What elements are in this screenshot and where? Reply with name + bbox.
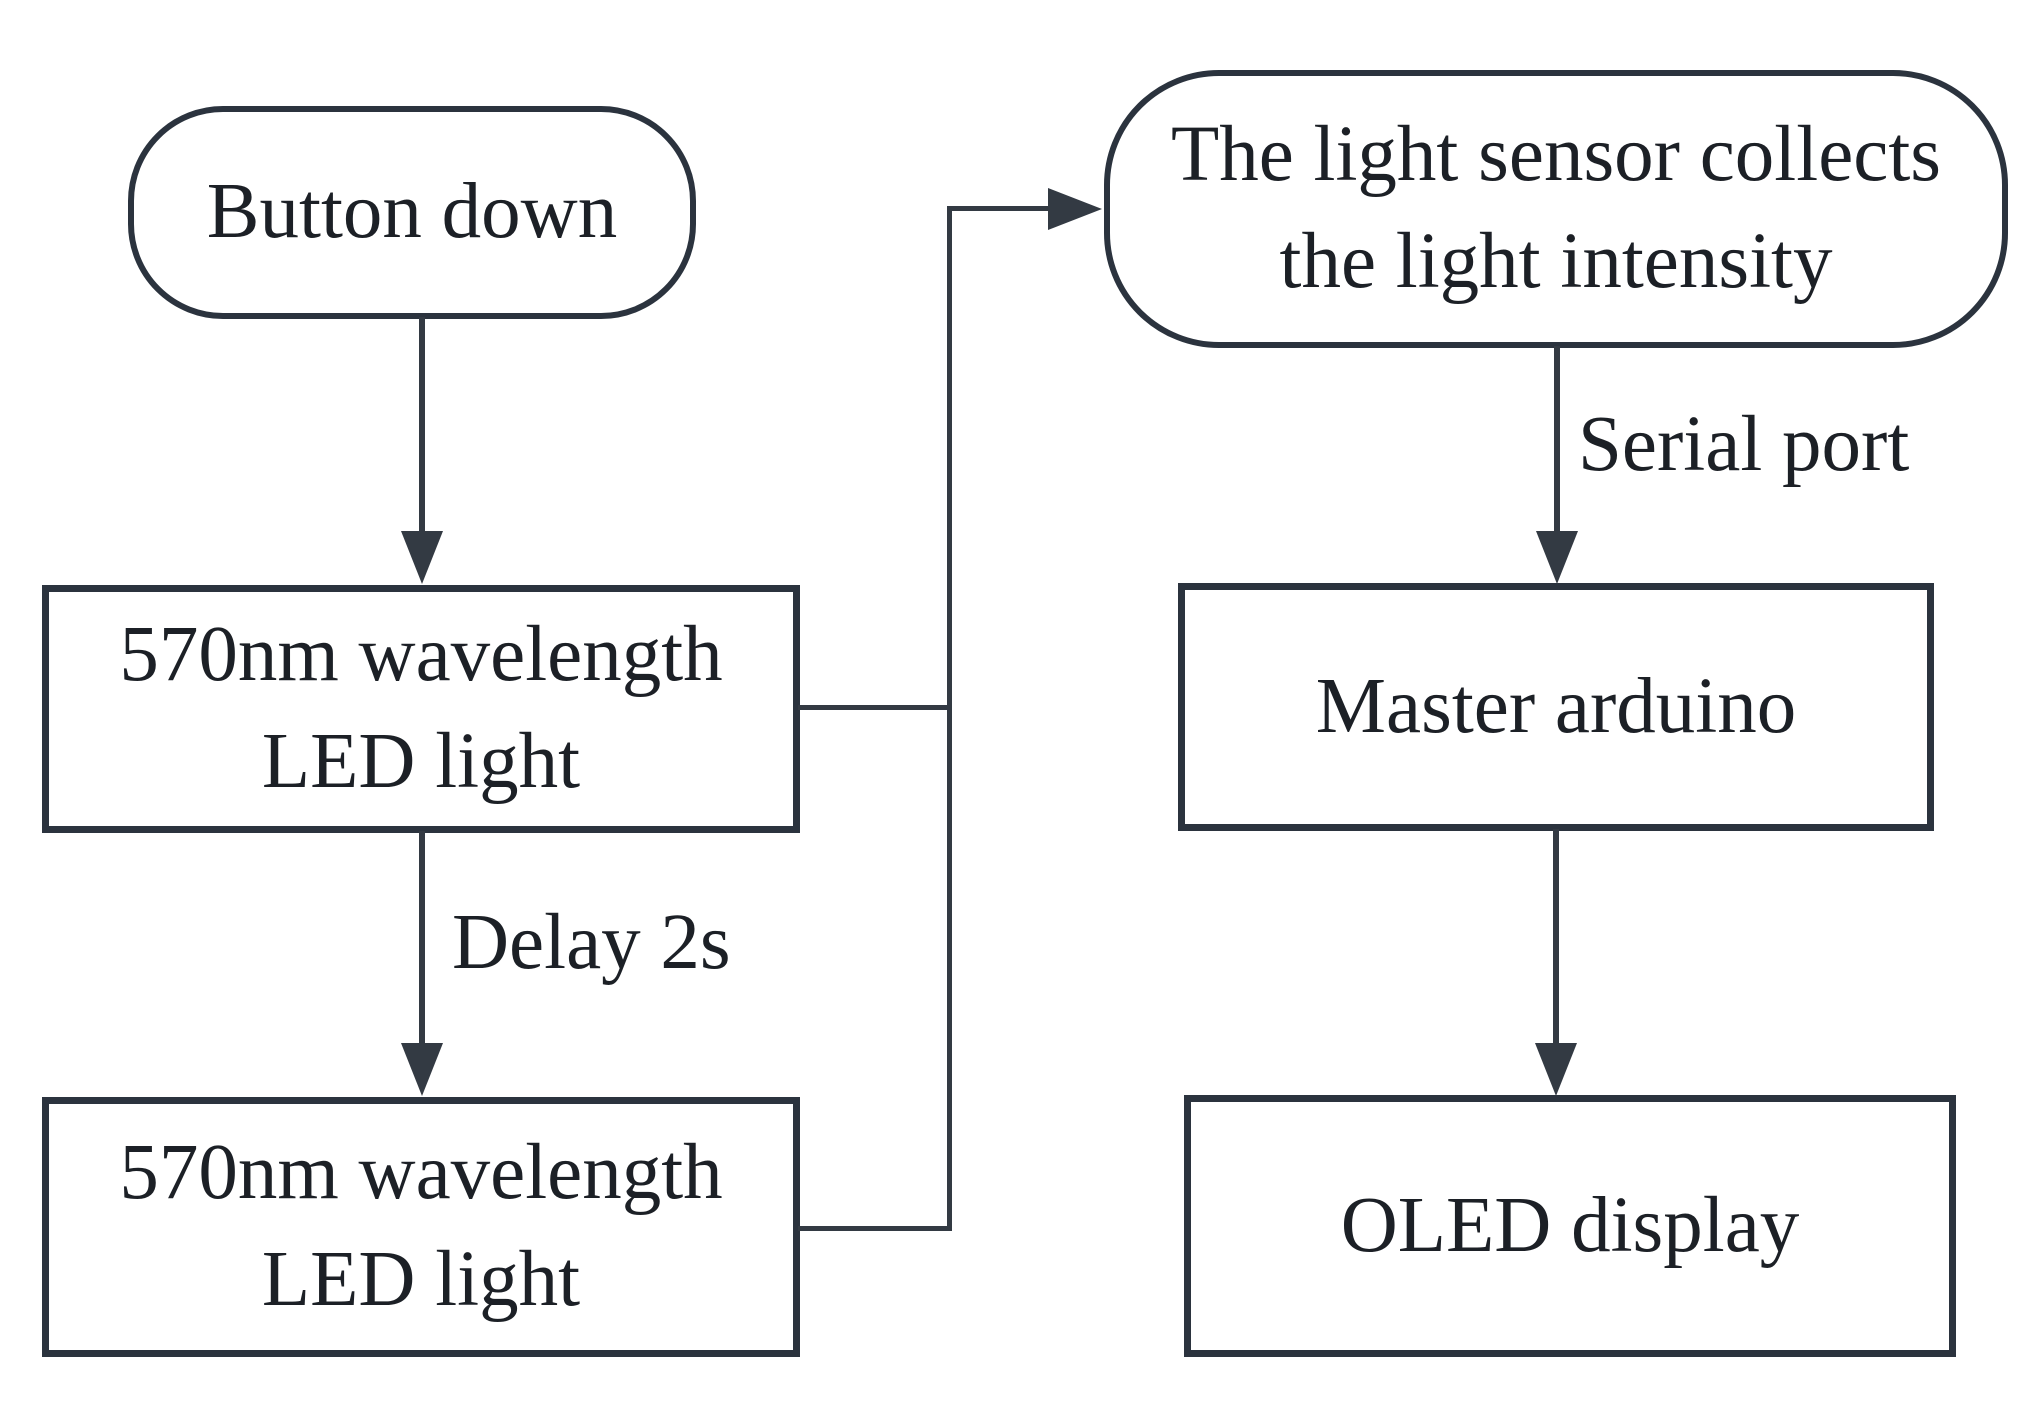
arrow-led1-to-led2-stem — [419, 831, 425, 1045]
node-led-light-1-label-line2: LED light — [261, 718, 581, 805]
connector-trunk — [947, 206, 952, 1231]
node-light-sensor-label-line2: the light intensity — [1279, 218, 1833, 305]
connector-top-segment — [947, 206, 1048, 211]
arrow-button-to-led1-stem — [419, 317, 425, 533]
node-button-down-label: Button down — [206, 168, 618, 256]
node-oled-display: OLED display — [1184, 1095, 1956, 1357]
edge-label-delay: Delay 2s — [452, 899, 731, 986]
node-led-light-2-label-line2: LED light — [261, 1236, 581, 1323]
node-button-down: Button down — [128, 106, 696, 319]
node-led-light-2: 570nm wavelength LED light — [42, 1097, 800, 1357]
connector-led1-branch — [798, 705, 952, 710]
node-master-arduino: Master arduino — [1178, 583, 1934, 831]
node-led-light-1-label-line1: 570nm wavelength — [119, 611, 723, 699]
node-led-light-2-label-line1: 570nm wavelength — [119, 1129, 723, 1217]
node-led-light-1: 570nm wavelength LED light — [42, 585, 800, 833]
node-oled-display-label: OLED display — [1340, 1181, 1800, 1269]
node-light-sensor: The light sensor collects the light inte… — [1104, 70, 2008, 348]
arrow-sensor-to-master-stem — [1554, 346, 1560, 533]
node-light-sensor-label-line1: The light sensor collects — [1170, 111, 1942, 199]
edge-label-serial-port: Serial port — [1578, 401, 1910, 488]
connector-to-sensor-head-icon — [1048, 188, 1102, 230]
arrow-led1-to-led2-head-icon — [401, 1043, 443, 1096]
arrow-button-to-led1-head-icon — [401, 531, 443, 584]
arrow-master-to-oled-head-icon — [1535, 1043, 1577, 1096]
connector-led2-branch — [798, 1226, 952, 1231]
arrow-master-to-oled-stem — [1553, 829, 1559, 1045]
node-master-arduino-label: Master arduino — [1315, 662, 1797, 750]
arrow-sensor-to-master-head-icon — [1536, 531, 1578, 584]
